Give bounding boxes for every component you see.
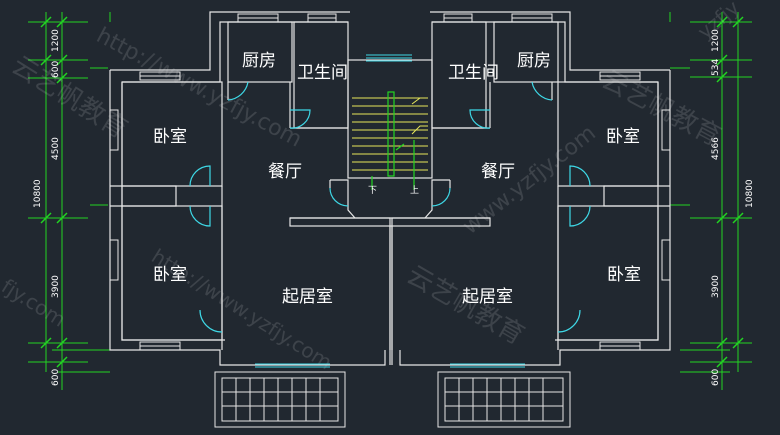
dim-left-4: 3900 [51, 275, 61, 298]
room-label-bath-left: 卫生间 [297, 63, 348, 83]
stair-up-label: 上 [410, 185, 419, 196]
stair-handrail [371, 91, 415, 190]
room-label-living-right: 起居室 [462, 287, 513, 307]
walls [109, 11, 671, 366]
dim-right-4: 3900 [711, 275, 721, 298]
dim-right-total: 10800 [745, 179, 755, 208]
dimension-lines-left [28, 12, 110, 390]
dim-right-5: 600 [711, 369, 721, 386]
windows [109, 13, 671, 351]
room-labels: 厨房 卫生间 卫生间 厨房 卧室 卧室 餐厅 餐厅 卧室 卧室 起居室 起居室 [153, 51, 641, 307]
dimension-text-left: 1200 600 4500 3900 600 10800 [33, 29, 61, 386]
room-label-living-left: 起居室 [282, 287, 333, 307]
dim-left-5: 600 [51, 369, 61, 386]
extension-lines [90, 12, 690, 206]
room-label-kitchen-left: 厨房 [242, 51, 276, 71]
room-label-dining-right: 餐厅 [481, 162, 515, 182]
room-label-dining-left: 餐厅 [268, 162, 302, 182]
stair-window [366, 54, 412, 62]
dimension-ticks-right [716, 16, 744, 368]
staircase [352, 97, 428, 171]
dim-left-1: 1200 [51, 29, 61, 52]
watermark-url-3: http://www.yzfjy.com [147, 244, 336, 375]
room-label-bedroom-top-left: 卧室 [153, 127, 187, 147]
room-label-bedroom-bottom-left: 卧室 [153, 265, 187, 285]
dim-left-total: 10800 [33, 179, 43, 208]
dim-right-2: 534 [711, 59, 721, 76]
room-label-bath-right: 卫生间 [448, 63, 499, 83]
dim-left-3: 4500 [51, 137, 61, 160]
dim-left-2: 600 [51, 61, 61, 78]
balcony-left [214, 371, 346, 428]
room-label-kitchen-right: 厨房 [517, 51, 551, 71]
balcony-doors [255, 363, 525, 368]
doors [189, 81, 591, 333]
room-label-bedroom-bottom-right: 卧室 [607, 265, 641, 285]
watermark-url-2: www.yzfjy.com [458, 121, 600, 240]
stair-down-label: 下 [368, 186, 377, 196]
watermark-url-1: http://www.yzfjy.com [92, 23, 306, 152]
dimension-text-right: 1200 534 4566 3900 600 10800 [711, 29, 755, 386]
balcony-right [437, 371, 571, 428]
watermark-brand-1: 云艺帆教育 [6, 50, 132, 144]
dim-right-3: 4566 [711, 137, 721, 160]
room-label-bedroom-top-right: 卧室 [606, 127, 640, 147]
dim-right-1: 1200 [711, 29, 721, 52]
dimension-ticks-left [40, 16, 68, 368]
